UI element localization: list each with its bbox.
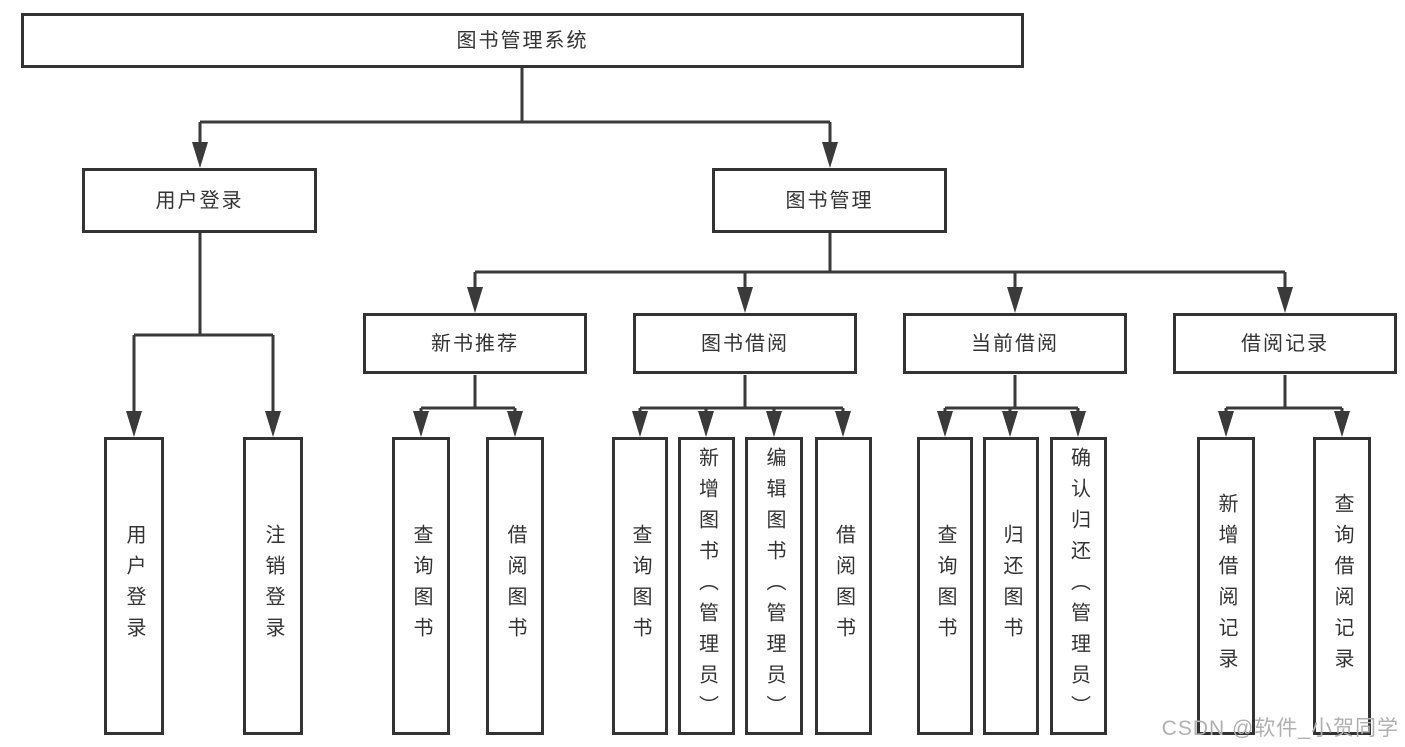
leaf-edit-books-admin-label: 编辑图书（管理员）	[763, 446, 785, 726]
leaf-borrow-books-recommend: 借阅图书	[486, 437, 544, 735]
edge-lines	[419, 375, 517, 427]
arrowhead	[835, 411, 851, 437]
edges-new-books-to-leaves	[413, 375, 523, 437]
arrowhead	[1070, 411, 1086, 437]
leaf-query-books-current: 查询图书	[917, 437, 973, 735]
leaf-borrow-books-borrowing: 借阅图书	[815, 437, 872, 735]
leaf-query-books-current-label: 查询图书	[934, 524, 956, 648]
edges-user-login-to-leaves	[126, 233, 281, 437]
arrowhead	[632, 411, 648, 437]
edge-lines	[1224, 375, 1344, 427]
arrowhead	[737, 287, 753, 313]
node-borrow-records: 借阅记录	[1173, 313, 1397, 374]
leaf-user-login-label: 用户登录	[123, 524, 145, 648]
node-current-borrowing: 当前借阅	[903, 313, 1127, 374]
node-book-borrowing-label: 图书借阅	[701, 332, 789, 355]
arrowhead	[265, 411, 281, 437]
arrowhead	[1277, 287, 1293, 313]
leaf-edit-books-admin: 编辑图书（管理员）	[745, 437, 803, 735]
node-root-system: 图书管理系统	[21, 13, 1024, 68]
node-book-borrowing: 图书借阅	[633, 313, 857, 374]
leaf-add-borrow-record-label: 新增借阅记录	[1215, 493, 1237, 679]
node-user-login: 用户登录	[82, 168, 317, 233]
leaf-return-books: 归还图书	[983, 437, 1039, 735]
edge-lines	[638, 375, 845, 427]
leaf-logout-label: 注销登录	[262, 524, 284, 648]
arrowhead	[126, 411, 142, 437]
arrowhead	[1007, 287, 1023, 313]
edge-lines	[473, 233, 1287, 303]
node-current-borrowing-label: 当前借阅	[971, 332, 1059, 355]
edge-lines	[198, 68, 832, 158]
leaf-query-books-recommend-label: 查询图书	[410, 524, 432, 648]
arrowhead	[698, 411, 714, 437]
arrowhead	[467, 287, 483, 313]
edges-book-mgmt-to-level2	[467, 233, 1293, 313]
leaf-query-books-borrowing: 查询图书	[612, 437, 668, 735]
leaf-user-login: 用户登录	[104, 437, 164, 735]
leaf-borrow-books-recommend-label: 借阅图书	[504, 524, 526, 648]
edge-lines	[132, 233, 275, 427]
leaf-borrow-books-borrowing-label: 借阅图书	[832, 524, 855, 648]
arrowhead	[192, 142, 208, 168]
leaf-confirm-return-admin-label: 确认归还（管理员）	[1067, 446, 1090, 726]
arrowhead	[1218, 411, 1234, 437]
edges-borrow-records-to-leaves	[1218, 375, 1350, 437]
node-borrow-records-label: 借阅记录	[1241, 332, 1329, 355]
node-book-management: 图书管理	[712, 168, 947, 233]
arrowhead	[1334, 411, 1350, 437]
leaf-add-books-admin: 新增图书（管理员）	[678, 437, 735, 735]
arrowhead	[413, 411, 429, 437]
node-new-book-recommend: 新书推荐	[363, 313, 587, 374]
leaf-query-books-recommend: 查询图书	[392, 437, 450, 735]
leaf-confirm-return-admin: 确认归还（管理员）	[1050, 437, 1107, 735]
leaf-logout: 注销登录	[243, 437, 303, 735]
arrowhead	[937, 411, 953, 437]
arrowhead	[1002, 411, 1018, 437]
leaf-query-books-borrowing-label: 查询图书	[629, 524, 651, 648]
csdn-watermark: CSDN @软件_小贺同学	[1161, 717, 1399, 740]
arrowhead	[507, 411, 523, 437]
arrowhead	[822, 142, 838, 168]
node-book-management-label: 图书管理	[785, 189, 874, 212]
leaf-add-borrow-record: 新增借阅记录	[1197, 437, 1255, 735]
edges-root-to-level1	[192, 68, 838, 168]
node-root-label: 图书管理系统	[456, 29, 589, 52]
leaf-query-borrow-record: 查询借阅记录	[1313, 437, 1371, 735]
leaf-query-borrow-record-label: 查询借阅记录	[1331, 493, 1353, 679]
leaf-add-books-admin-label: 新增图书（管理员）	[695, 446, 718, 726]
leaf-return-books-label: 归还图书	[1000, 524, 1022, 648]
node-new-book-recommend-label: 新书推荐	[431, 332, 519, 355]
edges-book-borrow-to-leaves	[632, 375, 851, 437]
edges-current-borrow-to-leaves	[937, 375, 1086, 437]
node-user-login-label: 用户登录	[155, 189, 244, 212]
arrowhead	[766, 411, 782, 437]
